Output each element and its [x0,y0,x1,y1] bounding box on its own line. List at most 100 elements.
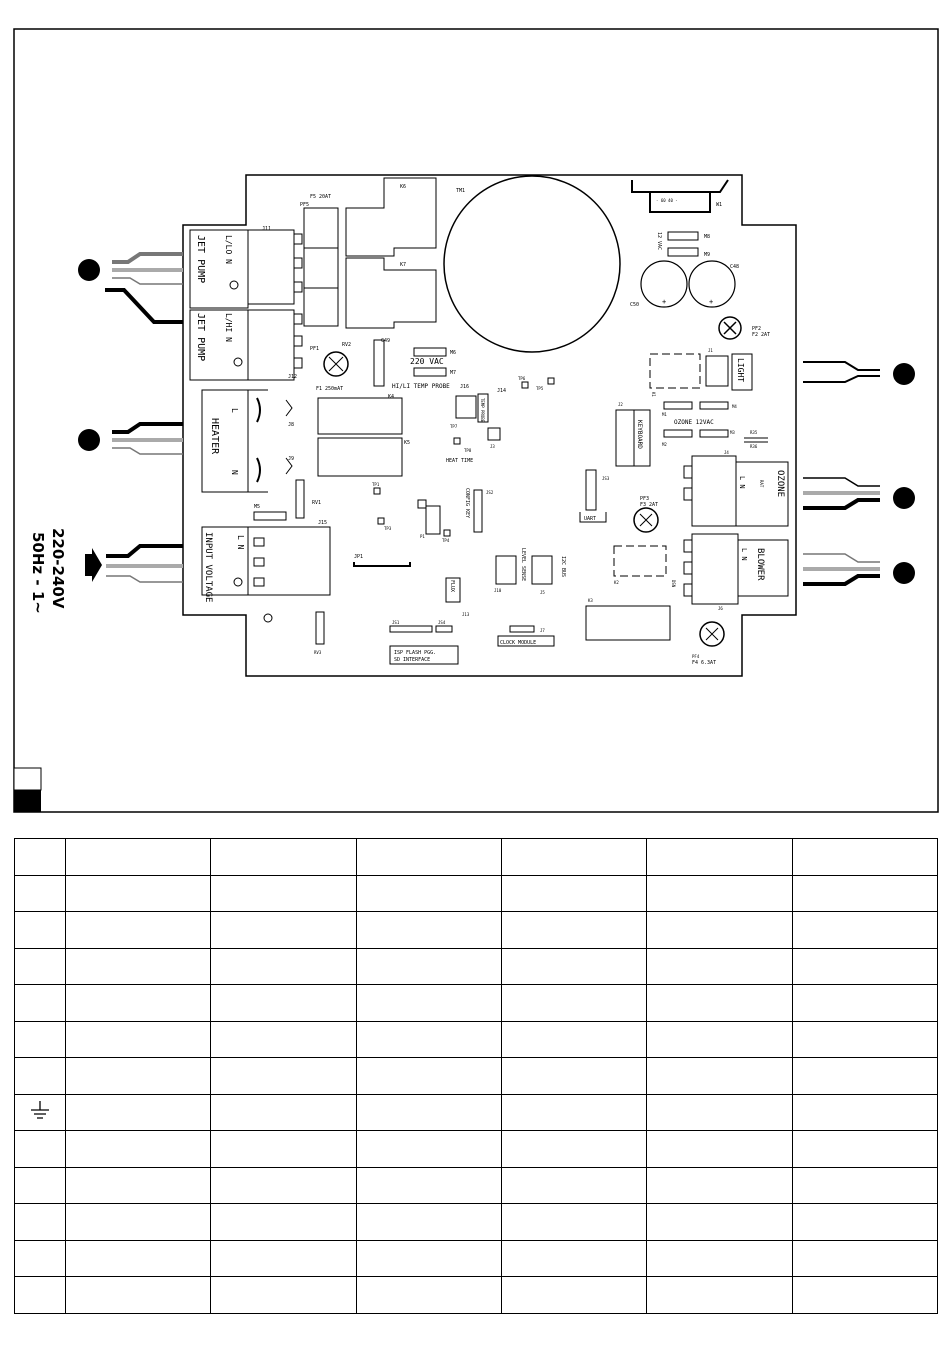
table-cell [646,1020,793,1059]
f1-label: F1 250mAT [316,386,343,392]
table-cell [14,947,66,986]
vac12-label: 12 VAC [656,232,662,250]
table-cell [64,1130,212,1168]
marker-blower [893,562,915,584]
table-cell [646,1166,793,1205]
table-cell [14,1203,66,1241]
dsn-label: DSN [671,580,676,588]
table-cell [355,1239,502,1278]
table-cell [791,984,939,1022]
wires-light [803,361,880,383]
heater-block [201,389,293,493]
table-cell [791,1276,939,1314]
table-cell [646,1130,793,1168]
table-cell [64,1276,212,1314]
jet-pump-1-block [189,229,303,309]
fuse-pf2 [718,316,742,340]
clock-box [497,635,555,647]
table-cell [646,1239,793,1278]
table-cell [210,1130,357,1168]
sd-label: SD INTERFACE [394,657,430,663]
k4-label: K4 [388,394,394,400]
legend-box-black [14,790,41,812]
m1-label: M1 [662,412,667,417]
j6-label: J6 [718,606,723,611]
ozone-block [683,455,789,527]
j1 [705,355,729,387]
table-cell [14,1057,66,1095]
js2-label: JS2 [486,490,494,495]
table-row [14,1093,939,1132]
input-label: INPUT VOLTAGE [203,532,213,602]
table-cell [14,1130,66,1168]
js1-label: JS1 [392,620,400,625]
table-cell [791,874,939,913]
table-cell [500,1020,648,1059]
rv1 [295,479,305,519]
c50-label: C50 [630,302,639,308]
table-cell [791,1057,939,1095]
isp-label: ISP FLASH PGG. [394,650,436,656]
table-cell [14,1276,66,1314]
p1-small [417,499,427,509]
r36-label: R36 [750,444,758,449]
table-row [14,1057,939,1095]
c49-label: C49 [381,338,390,344]
table-cell [64,911,212,949]
table-cell [64,1093,212,1132]
table-cell [64,838,212,876]
wires-ozone [803,477,880,510]
table-cell [791,1239,939,1278]
table-cell [14,984,66,1022]
heater-label: HEATER [209,418,220,455]
table-cell [500,911,648,949]
jet-pump-2-label: JET PUMP [195,313,206,361]
relay-k4 [317,397,403,435]
table-cell [355,1130,502,1168]
legend-box-white [13,767,42,791]
table-cell [791,838,939,876]
table-cell [646,1276,793,1314]
table-cell [791,1166,939,1205]
c50-plus: + [662,298,666,306]
r35-label: R35 [750,430,758,435]
clock-label: CLOCK MODULE [500,640,536,646]
marker-ozone [893,487,915,509]
table-cell [355,947,502,986]
table-cell [210,1276,357,1314]
relay-k2 [613,545,667,577]
tp8-label: TP8 [464,448,472,453]
table-cell [500,1276,648,1314]
table-cell [646,874,793,913]
table-cell [64,874,212,913]
table-cell [355,1203,502,1241]
table-cell [14,1239,66,1278]
wires-blower [803,553,880,586]
tp1-label: TP1 [372,482,380,487]
table-cell [14,838,66,876]
table-cell [646,1057,793,1095]
js1 [389,625,433,633]
relay-k3-label: K3 [588,598,593,603]
table-cell [64,1057,212,1095]
j7 [509,625,535,633]
heater-l: L [230,408,239,413]
jet-pump-1-label: JET PUMP [195,235,206,283]
transformer-label: TM1 [456,188,465,194]
fuse-pf3 [633,507,659,533]
table-cell [791,911,939,949]
fuse-pf1 [323,351,349,377]
table-cell [210,838,357,876]
r35-r36 [744,437,768,443]
test-points [373,377,555,537]
c48-label: C48 [730,264,739,270]
marker-heater [78,429,100,451]
temp-probe2-label: TEMP PROBE [480,398,485,423]
js3-uart [585,469,597,511]
m2-label: M2 [662,442,667,447]
table-cell [500,1130,648,1168]
wires-input [106,544,183,583]
table-cell [646,911,793,949]
relay-k1-label: K1 [651,392,656,397]
table-cell [210,911,357,949]
